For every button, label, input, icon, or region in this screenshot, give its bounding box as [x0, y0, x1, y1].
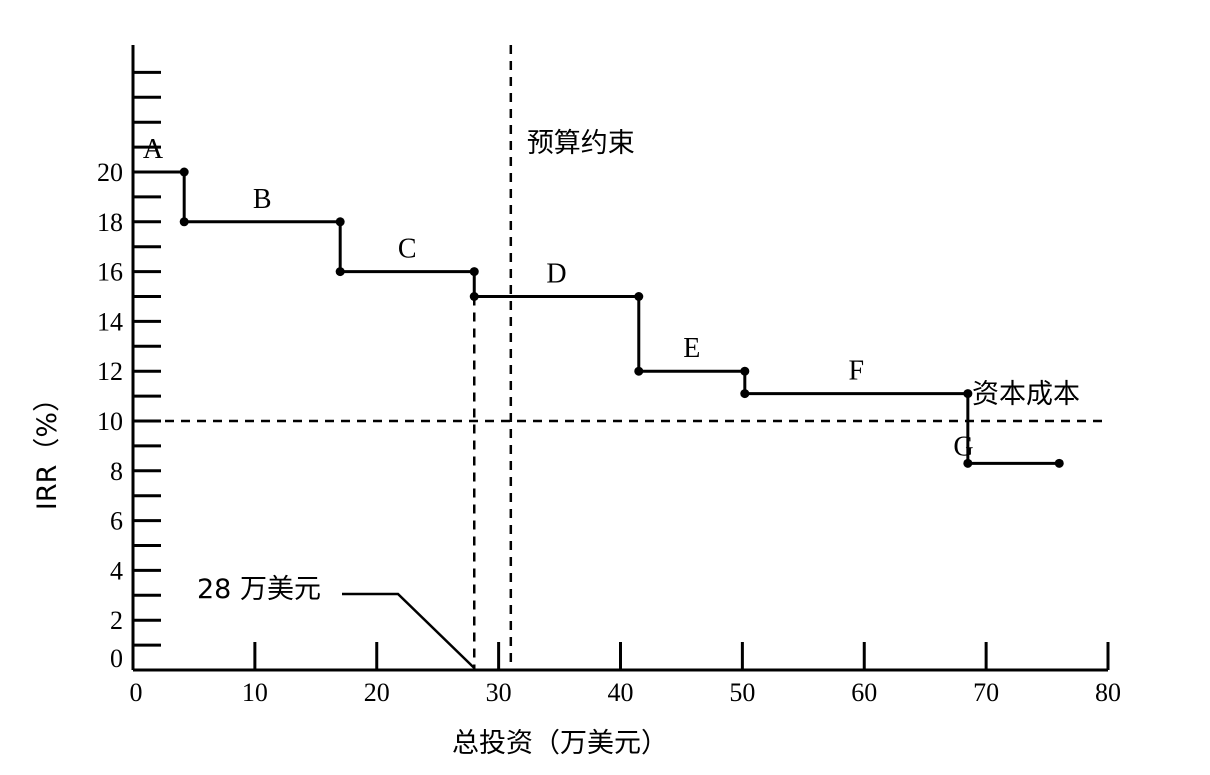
segment-a-label: A	[143, 134, 164, 165]
y-tick-label: 2	[110, 606, 123, 635]
segment-labels: A B C D E F G	[143, 134, 974, 462]
x-axis-title: 总投资（万美元）	[452, 728, 668, 759]
y-tick-label: 6	[110, 507, 123, 536]
reference-lines	[133, 45, 1104, 670]
axis-ticks: 0 10 20 30 40 50 60 70 80 0 2 4 6 8 10 12 14 16 18 20	[97, 70, 1121, 707]
segment-g-start-point	[963, 458, 973, 468]
segment-d-start-point	[469, 292, 479, 301]
y-tick-label: 20	[97, 158, 123, 187]
x-tick-label: 0	[130, 678, 143, 707]
segment-f-label: F	[849, 356, 865, 387]
segment-c-start-point	[335, 267, 345, 277]
x-tick-label: 70	[973, 678, 999, 707]
segment-d-label: D	[546, 259, 566, 290]
y-tick-label: 4	[110, 556, 123, 585]
segment-g-end-point	[1054, 458, 1064, 468]
x-tick-label: 20	[364, 678, 390, 707]
segment-g-label: G	[953, 431, 973, 462]
y-tick-label: 8	[110, 457, 123, 486]
y-axis-title: IRR（%）	[32, 385, 63, 510]
x-tick-label: 30	[486, 678, 512, 707]
segment-b-label: B	[253, 184, 272, 215]
cost-of-capital-label: 资本成本	[972, 379, 1080, 410]
segment-f-start-point	[740, 389, 750, 399]
budget-constraint-label: 预算约束	[527, 128, 635, 159]
x-tick-label: 40	[608, 678, 634, 707]
irr-step-series	[133, 167, 1064, 468]
x-tick-label: 10	[242, 678, 268, 707]
segment-b-start-point	[179, 217, 189, 227]
segment-e-label: E	[683, 333, 700, 364]
x-tick-label: 60	[851, 678, 877, 707]
x-tick-label: 50	[729, 678, 755, 707]
optimal-investment-label: 28 万美元	[197, 574, 321, 605]
x-tick-label: 80	[1095, 678, 1121, 707]
y-tick-label: 16	[97, 258, 123, 287]
y-tick-label: 12	[97, 357, 123, 386]
28k-leader-line	[342, 592, 476, 669]
y-tick-label: 10	[97, 407, 123, 436]
segment-e-start-point	[634, 366, 644, 376]
y-tick-label: 14	[97, 307, 123, 336]
y-tick-label: 0	[110, 644, 123, 673]
segment-c-label: C	[398, 234, 417, 265]
y-tick-label: 18	[97, 208, 123, 237]
